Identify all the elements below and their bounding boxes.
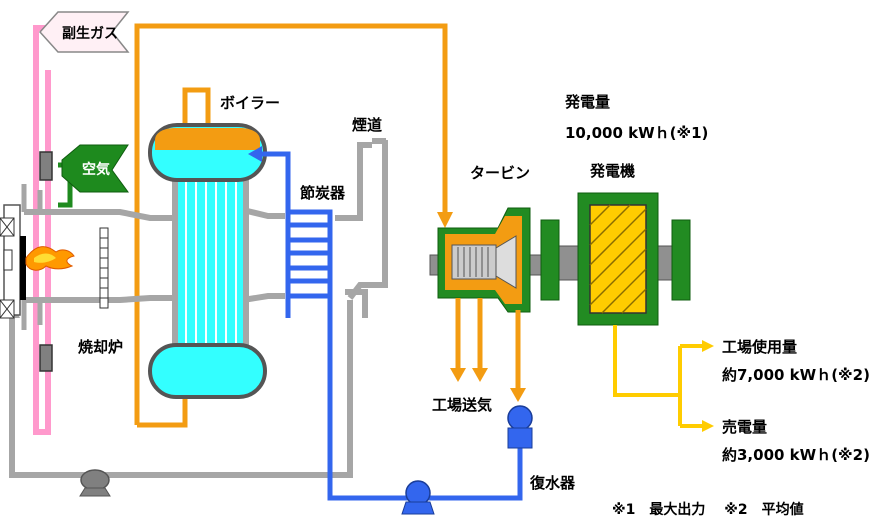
grate [99, 227, 109, 309]
turbine-label: タービン [470, 164, 530, 182]
generator-label: 発電機 [589, 162, 635, 180]
byproduct-gas-label: 副生ガス [62, 25, 118, 42]
incinerator [0, 184, 109, 330]
air-label: 空気 [82, 161, 110, 178]
byproduct-gas-pipe [33, 25, 51, 435]
gas-flow-pipes [9, 140, 388, 478]
boiler-label: ボイラー [220, 94, 280, 112]
byproduct-gas-sign: 副生ガス [38, 11, 130, 53]
factory-steam-outlet [455, 298, 521, 390]
factory-steam-label: 工場送気 [432, 396, 492, 414]
condenser-label: 復水器 [529, 474, 576, 492]
damper-lower [39, 344, 53, 372]
water-arrow-left [248, 146, 262, 162]
steam-arrow-down [437, 212, 453, 228]
water-pump [401, 480, 435, 515]
power-output-value: 10,000 kWｈ(※1) [565, 124, 708, 142]
power-sold-value: 約3,000 kWｈ(※2) [722, 446, 870, 464]
flue-stack [372, 138, 386, 144]
boiler: ボイラー [148, 94, 280, 399]
power-output-title: 発電量 [564, 93, 610, 111]
flue-label: 煙道 [352, 116, 382, 134]
economizer-label: 節炭器 [300, 184, 346, 202]
condenser-pump [507, 405, 533, 449]
boiler-tubes [176, 165, 246, 350]
footnote: ※1 最大出力 ※2 平均値 [612, 501, 804, 518]
factory-use-value: 約7,000 kWｈ(※2) [722, 366, 870, 384]
turbine: タービン [429, 164, 551, 313]
air-input: 空気 [58, 144, 129, 208]
incinerator-label: 焼却炉 [78, 338, 123, 356]
electric-lines [613, 325, 704, 428]
factory-use-title: 工場使用量 [722, 338, 797, 356]
damper-upper [39, 151, 53, 181]
generator-core [589, 204, 647, 314]
power-sold-title: 売電量 [722, 418, 767, 436]
steam-pipe [134, 23, 448, 428]
gas-pump [79, 469, 111, 497]
generator: 発電機 [540, 162, 691, 326]
flame-icon [25, 246, 75, 271]
water-drum [148, 343, 267, 399]
